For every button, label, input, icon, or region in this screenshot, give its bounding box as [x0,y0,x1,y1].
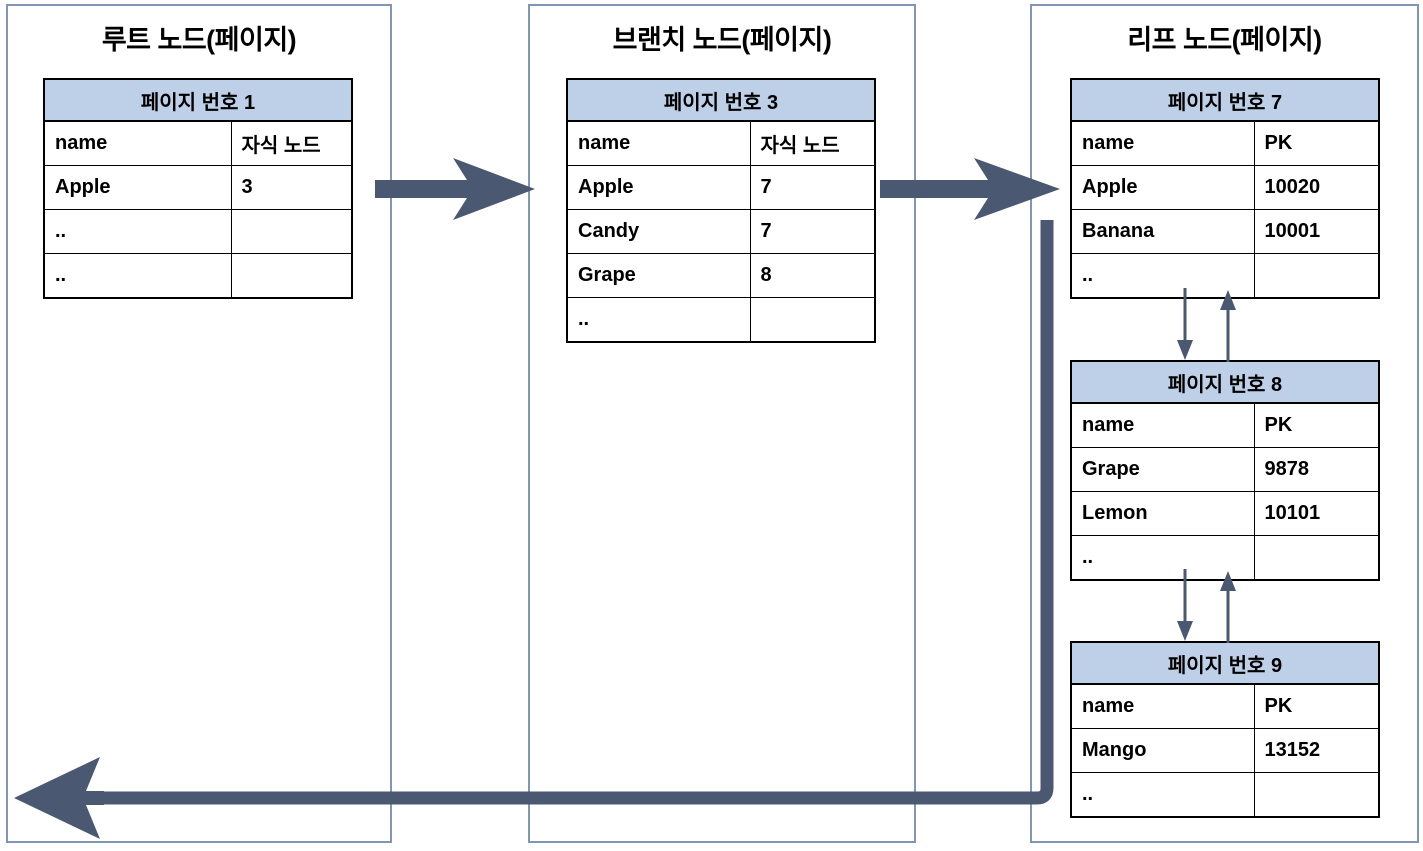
table-row: .. [43,209,353,254]
cell-name: Banana [1070,209,1255,254]
cell-name: Lemon [1070,491,1255,536]
table-row-header: 페이지 번호 1 [43,78,353,122]
column-header-name: name [1070,683,1255,729]
column-header-name: name [1070,120,1255,166]
table-row-header: 페이지 번호 8 [1070,360,1380,404]
column-header-pk: PK [1253,402,1380,448]
table-row-header: 페이지 번호 3 [566,78,876,122]
page-number-header: 페이지 번호 1 [43,78,353,122]
table-row: .. [566,297,876,343]
cell-name: .. [43,253,232,299]
panel-branch-title: 브랜치 노드(페이지) [612,25,832,55]
page8-page9-link-icon [1177,569,1236,643]
cell-name: Grape [566,253,751,298]
table-row: Apple 3 [43,165,353,210]
cell-name: .. [566,297,751,343]
table-row: Grape 8 [566,253,876,298]
page-table-8: 페이지 번호 8 name PK Grape 9878 Lemon 10101 … [1070,360,1380,581]
cell-pk: 10001 [1253,209,1380,254]
page-table-9: 페이지 번호 9 name PK Mango 13152 .. [1070,641,1380,818]
cell-pk: 13152 [1253,728,1380,773]
page-number-header: 페이지 번호 3 [566,78,876,122]
cell-name: Apple [1070,165,1255,210]
cell-pk: 9878 [1253,447,1380,492]
arrow-branch-to-leaf-icon [880,158,1060,220]
cell-name: Mango [1070,728,1255,773]
column-header-pk: PK [1253,683,1380,729]
cell-child [230,209,353,254]
cell-pk: 10020 [1253,165,1380,210]
column-header-name: name [1070,402,1255,448]
column-header-child: 자식 노드 [749,120,876,166]
cell-name: .. [1070,535,1255,581]
cell-child: 3 [230,165,353,210]
cell-child [749,297,876,343]
table-row-header: 페이지 번호 7 [1070,78,1380,122]
cell-pk [1253,772,1380,818]
table-row: Apple 10020 [1070,165,1380,210]
arrow-root-to-branch-icon [375,158,535,220]
cell-child: 7 [749,165,876,210]
table-row: .. [43,253,353,299]
table-row: Mango 13152 [1070,728,1380,773]
column-header-name: name [43,120,232,166]
cell-name: .. [1070,772,1255,818]
table-row: name 자식 노드 [566,120,876,166]
cell-pk [1253,253,1380,299]
page-table-3: 페이지 번호 3 name 자식 노드 Apple 7 Candy 7 Grap… [566,78,876,343]
cell-name: Candy [566,209,751,254]
cell-name: .. [1070,253,1255,299]
panel-leaf-title: 리프 노드(페이지) [1127,25,1322,55]
table-row-header: 페이지 번호 9 [1070,641,1380,685]
table-row: Candy 7 [566,209,876,254]
cell-child: 7 [749,209,876,254]
page-number-header: 페이지 번호 8 [1070,360,1380,404]
table-row: .. [1070,772,1380,818]
table-row: Apple 7 [566,165,876,210]
page7-page8-link-icon [1177,288,1236,362]
column-header-pk: PK [1253,120,1380,166]
table-row: Banana 10001 [1070,209,1380,254]
table-row: name PK [1070,683,1380,729]
table-row: Lemon 10101 [1070,491,1380,536]
cell-name: Grape [1070,447,1255,492]
page-table-1: 페이지 번호 1 name 자식 노드 Apple 3 .. .. [43,78,353,299]
cell-child: 8 [749,253,876,298]
table-row: name PK [1070,402,1380,448]
table-row: name 자식 노드 [43,120,353,166]
panel-root-title: 루트 노드(페이지) [101,25,297,55]
page-number-header: 페이지 번호 7 [1070,78,1380,122]
table-row: Grape 9878 [1070,447,1380,492]
cell-pk: 10101 [1253,491,1380,536]
table-row: name PK [1070,120,1380,166]
page-table-7: 페이지 번호 7 name PK Apple 10020 Banana 1000… [1070,78,1380,299]
table-row: .. [1070,535,1380,581]
table-row: .. [1070,253,1380,299]
page-number-header: 페이지 번호 9 [1070,641,1380,685]
cell-pk [1253,535,1380,581]
column-header-name: name [566,120,751,166]
cell-name: Apple [43,165,232,210]
cell-name: .. [43,209,232,254]
cell-child [230,253,353,299]
cell-name: Apple [566,165,751,210]
column-header-child: 자식 노드 [230,120,353,166]
